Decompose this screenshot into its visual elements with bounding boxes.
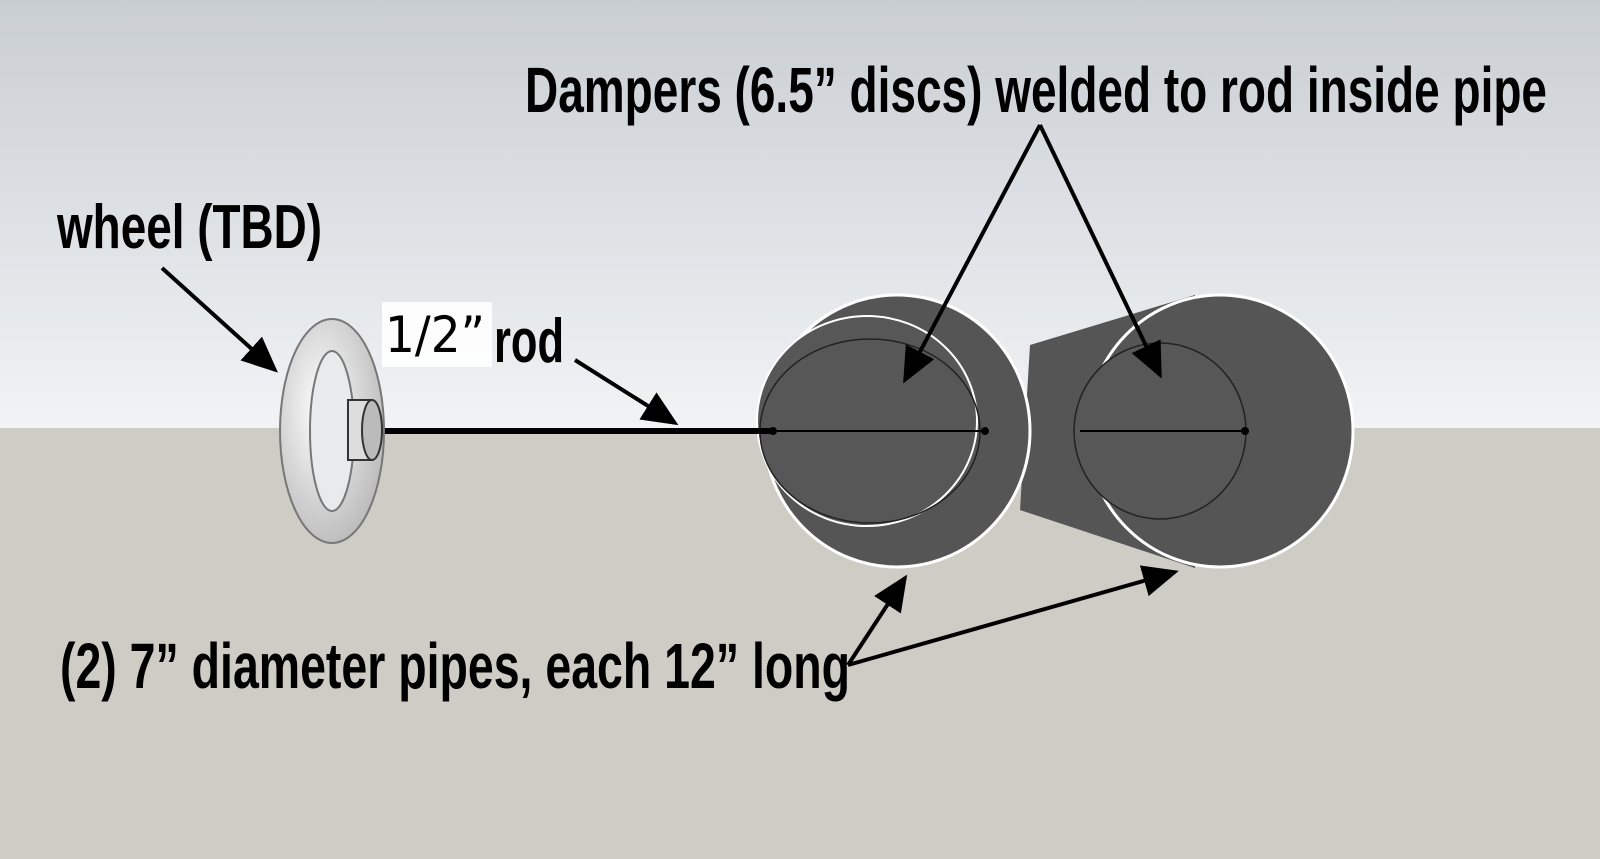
rod-size-label: 1/2” [385,306,485,364]
rod-size-whiteout [382,302,492,367]
pipes-label: (2) 7” diameter pipes, each 12” long [60,630,850,702]
dampers-label: Dampers (6.5” discs) welded to rod insid… [525,54,1547,126]
annotation-arrows [160,124,1179,667]
wheel [279,318,385,544]
wheel-label: wheel (TBD) [56,193,322,262]
rod-label: rod [494,307,564,376]
